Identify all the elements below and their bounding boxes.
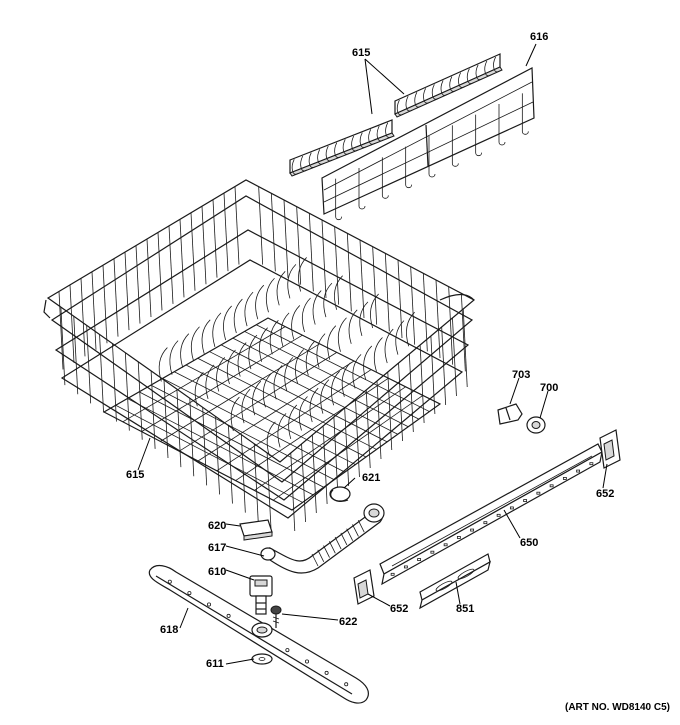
leader-lines <box>137 43 608 665</box>
cap[interactable] <box>239 519 273 541</box>
tine-row-assembly <box>289 53 503 177</box>
tine-row-left[interactable] <box>289 119 395 177</box>
hose-clip[interactable] <box>329 486 351 502</box>
tine-row-right[interactable] <box>394 53 503 118</box>
callout-650: 650 <box>520 537 538 549</box>
callout-618: 618 <box>160 624 178 636</box>
callout-652-left: 652 <box>390 603 408 615</box>
callout-611: 611 <box>206 658 224 670</box>
callout-616: 616 <box>530 31 548 43</box>
callout-619: 615 <box>352 47 370 59</box>
callout-851: 851 <box>456 603 474 615</box>
callout-615: 615 <box>126 469 144 481</box>
callout-610: 610 <box>208 566 226 578</box>
end-cap-left[interactable] <box>353 569 375 605</box>
callouts: 615 616 615 621 620 617 610 618 622 611 … <box>126 31 614 670</box>
dish-rack[interactable] <box>43 179 476 532</box>
end-cap-right[interactable] <box>599 429 621 469</box>
stop-clip[interactable] <box>497 403 523 425</box>
callout-621: 621 <box>362 472 380 484</box>
roller[interactable] <box>526 416 546 434</box>
manifold[interactable] <box>260 503 385 574</box>
callout-700: 700 <box>540 382 558 394</box>
screw[interactable] <box>270 605 282 628</box>
callout-620: 620 <box>208 520 226 532</box>
slide-rail[interactable] <box>379 443 603 586</box>
callout-652-right: 652 <box>596 488 614 500</box>
slide-insert[interactable] <box>419 553 491 610</box>
tine-rack-holder[interactable] <box>321 67 535 221</box>
washer[interactable] <box>251 653 273 665</box>
connector[interactable] <box>249 575 273 615</box>
callout-617: 617 <box>208 542 226 554</box>
callout-622: 622 <box>339 616 357 628</box>
spray-arm[interactable] <box>148 564 369 704</box>
callout-703: 703 <box>512 369 530 381</box>
art-number: (ART NO. WD8140 C5) <box>564 702 670 713</box>
